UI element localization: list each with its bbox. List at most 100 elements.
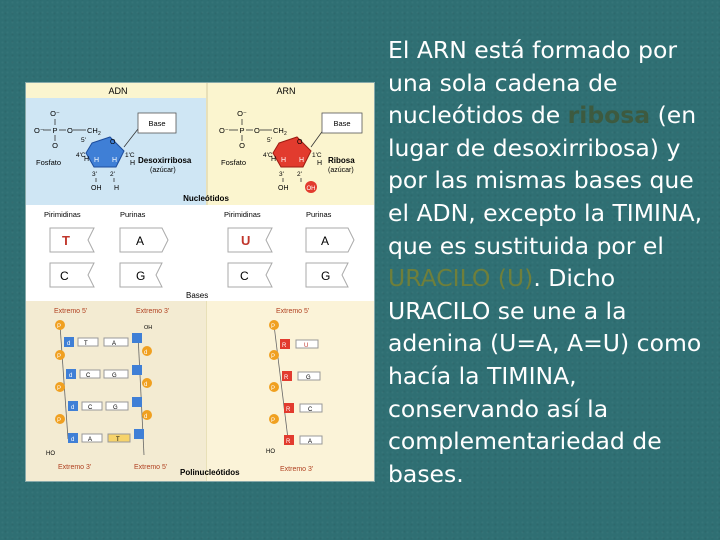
pair3-g: G — [113, 405, 118, 411]
adn-double-strand: P P P P d d d d d d d OH T A C G — [46, 320, 152, 457]
adn-chain-bg — [26, 301, 206, 481]
arn-ribose-ring — [272, 136, 312, 168]
adn-l-d2-label: d — [69, 373, 72, 379]
arn-p4 — [269, 414, 279, 424]
pair1-t: T — [84, 341, 88, 347]
adn-ch2: CH — [87, 126, 98, 135]
base-c-label-arn: C — [240, 269, 249, 283]
arn-r2-label: R — [284, 375, 289, 381]
arn-extremo3: Extremo 3' — [280, 466, 313, 473]
adn-r-oh: OH — [144, 325, 152, 331]
arn-p2-label: P — [271, 354, 275, 360]
base-a-shape-arn — [305, 227, 355, 253]
arn-header-bg — [207, 83, 374, 98]
adn-extremo3-right-top: Extremo 3' — [136, 308, 169, 315]
uracilo-highlight: URACILO (U) — [388, 264, 534, 293]
adn-l-p2 — [55, 350, 65, 360]
arn-header: ARN — [276, 86, 295, 96]
adn-nucleotide: O⁻ O⁻ P O O CH 2 5' O 4'C 1'C H H H H Ba… — [34, 109, 192, 192]
pair4-a: A — [88, 437, 92, 443]
adn-l-p1 — [55, 320, 65, 330]
adn-h4: H — [130, 160, 135, 167]
base-g-label-adn: G — [136, 269, 145, 283]
arn-h1: H — [281, 157, 286, 164]
arn-r3-label: R — [286, 407, 291, 413]
arn-2oh-highlight — [305, 181, 317, 193]
text-part-1: El ARN está formado por una sola cadena … — [388, 36, 677, 130]
adn-c1: 1'C — [125, 152, 135, 159]
base-g-shape-adn — [119, 262, 163, 288]
arn-2oh: OH — [307, 186, 316, 192]
arn-r2 — [282, 371, 292, 381]
adn-purinas-label: Purinas — [120, 210, 146, 219]
adn-l-d1 — [64, 337, 74, 347]
adn-extremo5-bottom: Extremo 5' — [134, 464, 167, 471]
adn-r-p3-label: d — [144, 414, 147, 420]
adn-oh: OH — [91, 185, 102, 192]
arn-o-minus-left: O⁻ — [219, 126, 229, 135]
adn-r-p1-label: d — [144, 350, 147, 356]
arn-pirimidinas-label: Pirimidinas — [224, 210, 261, 219]
arn-purinas-label: Purinas — [306, 210, 332, 219]
adn-l-d3 — [68, 401, 78, 411]
adn-r-p2 — [142, 378, 152, 388]
adn-pirimidinas-label: Pirimidinas — [44, 210, 81, 219]
arn-p3-label: P — [271, 386, 275, 392]
arn-ring-o: O — [297, 139, 303, 146]
adn-o-link: O — [67, 126, 73, 135]
adn-extremo5-left: Extremo 5' — [54, 308, 87, 315]
base-c-shape-adn — [49, 262, 95, 288]
adn-c5: 5' — [81, 137, 86, 144]
adn-arn-figure: ADN ARN O⁻ O⁻ P O O CH 2 5' O 4'C 1'C H … — [25, 82, 375, 482]
adn-deoxyribose-ring — [85, 136, 125, 168]
figure-canvas: ADN ARN O⁻ O⁻ P O O CH 2 5' O 4'C 1'C H … — [26, 83, 374, 481]
arn-base3: C — [308, 407, 313, 413]
adn-fosfato-label: Fosfato — [36, 158, 61, 167]
adn-h1: H — [94, 157, 99, 164]
arn-r4-label: R — [286, 439, 291, 445]
adn-l-p3-label: P — [57, 386, 61, 392]
base-g-label-arn: G — [321, 269, 330, 283]
adn-r-d2 — [132, 365, 142, 375]
arn-single-strand: P P P P R R R R U G C A HO — [266, 320, 323, 455]
adn-o-minus-top: O⁻ — [50, 109, 60, 118]
polinucleotidos-label: Polinucleótidos — [180, 468, 240, 477]
adn-desoxirribosa-label: Desoxirribosa — [138, 156, 192, 165]
base-t-label: T — [62, 233, 70, 248]
arn-base-box — [321, 112, 363, 134]
adn-l-d2 — [66, 369, 76, 379]
arn-c5: 5' — [267, 137, 272, 144]
arn-base4: A — [308, 439, 312, 445]
pair2-g: G — [112, 373, 117, 379]
arn-nucleotide: O⁻ O⁻ P O O CH 2 5' O 4'C 1'C H H H H Ba… — [219, 109, 363, 193]
adn-base-box — [137, 112, 177, 134]
slide-body-text: El ARN está formado por una sola cadena … — [388, 34, 718, 490]
arn-ho: HO — [266, 449, 275, 455]
adn-l-p2-label: P — [57, 354, 61, 360]
adn-l-d3-label: d — [71, 405, 74, 411]
adn-base-pairs: T A C G C G A T — [77, 337, 131, 443]
text-part-3: . Dicho URACILO se une a la adenina (U=A… — [388, 264, 702, 488]
bases-label: Bases — [186, 291, 208, 300]
arn-p1 — [269, 320, 279, 330]
base-c-shape-arn — [227, 262, 273, 288]
adn-r-p3 — [142, 410, 152, 420]
arn-base-label: Base — [333, 119, 350, 128]
base-g-shape-arn — [305, 262, 349, 288]
arn-p4-label: P — [271, 418, 275, 424]
adn-base-label: Base — [148, 119, 165, 128]
ribosa-highlight: ribosa — [567, 101, 651, 130]
arn-p1-label: P — [271, 324, 275, 330]
pair3-c: C — [88, 405, 93, 411]
adn-l-d1-label: d — [67, 341, 70, 347]
arn-ch2-sub: 2 — [284, 131, 287, 137]
adn-l-p4 — [55, 414, 65, 424]
adn-header-bg — [26, 83, 206, 98]
base-c-label-adn: C — [60, 269, 69, 283]
arn-r4 — [284, 435, 294, 445]
arn-azucar-label: (azúcar) — [328, 167, 354, 174]
arn-h3: H — [271, 156, 276, 163]
arn-c4: 4'C — [263, 152, 273, 159]
pair2-c: C — [86, 373, 91, 379]
arn-h4: H — [317, 160, 322, 167]
